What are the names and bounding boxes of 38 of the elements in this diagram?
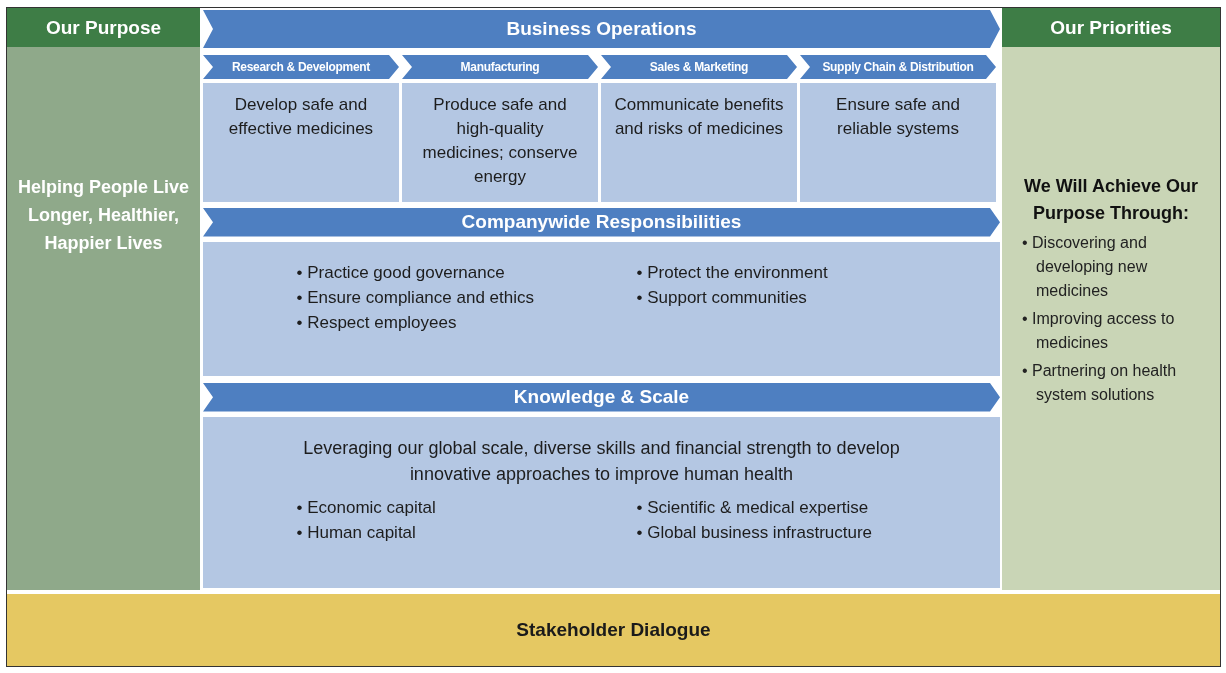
section-panel bbox=[203, 208, 1000, 376]
section-panel bbox=[203, 383, 1000, 588]
column-header: Sales & Marketing bbox=[601, 55, 797, 79]
section-header: Business Operations bbox=[203, 10, 1000, 48]
bullet-item: • Scientific & medical expertise bbox=[636, 496, 870, 519]
bullet-item: • Respect employees bbox=[296, 311, 458, 334]
bullet-item: • Human capital bbox=[296, 521, 417, 544]
column-panel bbox=[7, 8, 200, 590]
purpose-statement: Helping People Live Longer, Healthier, Happier Lives bbox=[16, 176, 190, 255]
column-text: Produce safe and high-quality medicines; conserve energy bbox=[421, 94, 579, 188]
bullet-item: • Support communities bbox=[636, 286, 808, 309]
column-panel bbox=[1002, 8, 1220, 590]
operation-column bbox=[402, 55, 598, 202]
column-header: Research & Development bbox=[203, 55, 399, 79]
column-header: Our Purpose bbox=[7, 8, 200, 47]
bullet-item: • Improving access to medicines bbox=[1022, 309, 1176, 353]
band-label: Stakeholder Dialogue bbox=[516, 617, 711, 642]
section-text: Leveraging our global scale, diverse skills and financial strength to develop innovative approaches to improve human health bbox=[302, 436, 901, 486]
bullet-item: • Global business infrastructure bbox=[636, 521, 874, 544]
operation-column bbox=[800, 55, 996, 202]
bullet-item: • Discovering and developing new medicines bbox=[1022, 233, 1149, 301]
bullet-item: • Protect the environment bbox=[636, 261, 829, 284]
priorities-heading: We Will Achieve Our Purpose Through: bbox=[1023, 175, 1199, 225]
section-header: Companywide Responsibilities bbox=[203, 208, 1000, 237]
column-header: Manufacturing bbox=[402, 55, 598, 79]
column-header: Our Priorities bbox=[1002, 8, 1220, 47]
bullet-item: • Practice good governance bbox=[296, 261, 506, 284]
foundation-band bbox=[7, 594, 1220, 666]
section-header: Knowledge & Scale bbox=[203, 383, 1000, 412]
column-header: Supply Chain & Distribution bbox=[800, 55, 996, 79]
bullet-item: • Partnering on health system solutions bbox=[1022, 361, 1178, 405]
operation-column bbox=[601, 55, 797, 202]
bullet-item: • Ensure compliance and ethics bbox=[296, 286, 535, 309]
operation-column bbox=[203, 55, 399, 202]
bullet-item: • Economic capital bbox=[296, 496, 437, 519]
column-text: Ensure safe and reliable systems bbox=[835, 94, 961, 140]
column-text: Develop safe and effective medicines bbox=[227, 94, 375, 140]
column-text: Communicate benefits and risks of medicines bbox=[613, 94, 785, 140]
